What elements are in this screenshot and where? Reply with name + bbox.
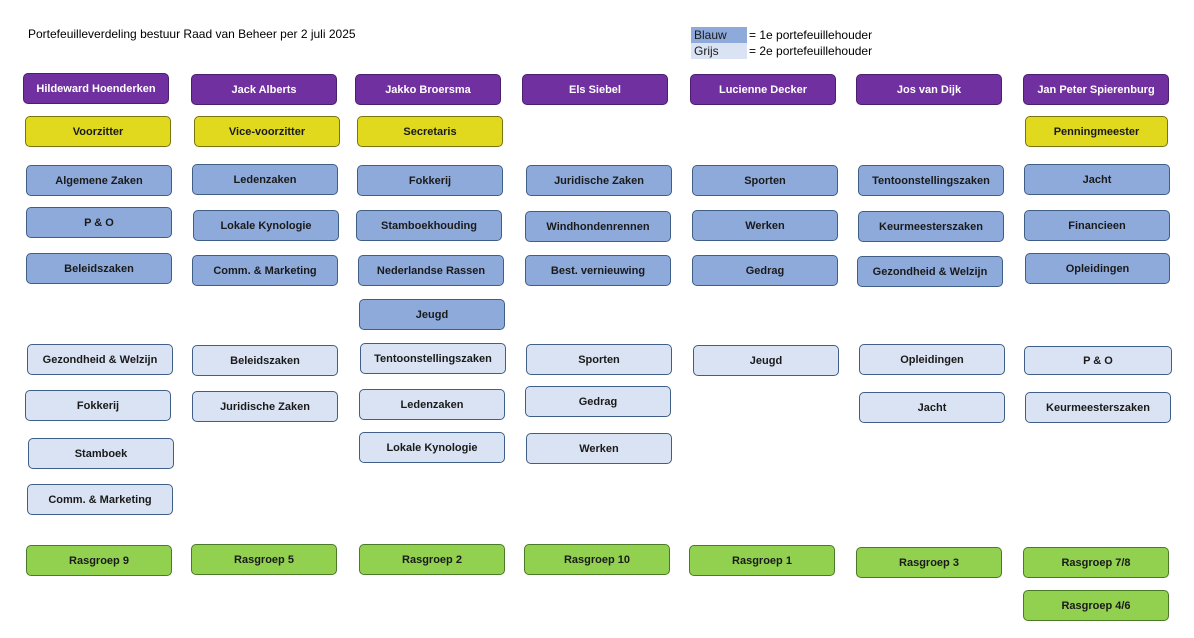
- breed-group-box: Rasgroep 1: [689, 545, 835, 576]
- second-portfolio-box: Sporten: [526, 344, 672, 375]
- second-portfolio-box: Fokkerij: [25, 390, 171, 421]
- legend-text-second: = 2e portefeuillehouder: [749, 44, 873, 58]
- second-portfolio-box: Gedrag: [525, 386, 671, 417]
- second-portfolio-box: Stamboek: [28, 438, 174, 469]
- board-member-name: Lucienne Decker: [690, 74, 836, 105]
- first-portfolio-box: P & O: [26, 207, 172, 238]
- first-portfolio-box: Algemene Zaken: [26, 165, 172, 196]
- board-member-name: Jakko Broersma: [355, 74, 501, 105]
- second-portfolio-box: Tentoonstellingszaken: [360, 343, 506, 374]
- board-member-name: Jack Alberts: [191, 74, 337, 105]
- second-portfolio-box: Beleidszaken: [192, 345, 338, 376]
- legend-key-second: Grijs: [691, 43, 747, 59]
- first-portfolio-box: Juridische Zaken: [526, 165, 672, 196]
- first-portfolio-box: Tentoonstellingszaken: [858, 165, 1004, 196]
- first-portfolio-box: Opleidingen: [1025, 253, 1170, 284]
- second-portfolio-box: Lokale Kynologie: [359, 432, 505, 463]
- first-portfolio-box: Keurmeesterszaken: [858, 211, 1004, 242]
- first-portfolio-box: Werken: [692, 210, 838, 241]
- first-portfolio-box: Nederlandse Rassen: [358, 255, 504, 286]
- breed-group-box: Rasgroep 9: [26, 545, 172, 576]
- role-box: Penningmeester: [1025, 116, 1168, 147]
- legend-text-first: = 1e portefeuillehouder: [749, 28, 873, 42]
- breed-group-box: Rasgroep 3: [856, 547, 1002, 578]
- breed-group-box: Rasgroep 5: [191, 544, 337, 575]
- breed-group-box: Rasgroep 2: [359, 544, 505, 575]
- second-portfolio-box: Jeugd: [693, 345, 839, 376]
- second-portfolio-box: Comm. & Marketing: [27, 484, 173, 515]
- first-portfolio-box: Jacht: [1024, 164, 1170, 195]
- first-portfolio-box: Sporten: [692, 165, 838, 196]
- second-portfolio-box: Jacht: [859, 392, 1005, 423]
- role-box: Voorzitter: [25, 116, 171, 147]
- first-portfolio-box: Best. vernieuwing: [525, 255, 671, 286]
- board-member-name: Jan Peter Spierenburg: [1023, 74, 1169, 105]
- board-member-name: Els Siebel: [522, 74, 668, 105]
- second-portfolio-box: Keurmeesterszaken: [1025, 392, 1171, 423]
- breed-group-box: Rasgroep 4/6: [1023, 590, 1169, 621]
- legend-item-second: Grijs= 2e portefeuillehouder: [691, 43, 872, 59]
- first-portfolio-box: Stamboekhouding: [356, 210, 502, 241]
- first-portfolio-box: Fokkerij: [357, 165, 503, 196]
- first-portfolio-box: Windhondenrennen: [525, 211, 671, 242]
- role-box: Secretaris: [357, 116, 503, 147]
- legend-key-first: Blauw: [691, 27, 747, 43]
- board-member-name: Jos van Dijk: [856, 74, 1002, 105]
- first-portfolio-box: Financieen: [1024, 210, 1170, 241]
- first-portfolio-box: Beleidszaken: [26, 253, 172, 284]
- legend-item-first: Blauw= 1e portefeuillehouder: [691, 27, 872, 43]
- board-member-name: Hildeward Hoenderken: [23, 73, 169, 104]
- second-portfolio-box: P & O: [1024, 346, 1172, 375]
- second-portfolio-box: Juridische Zaken: [192, 391, 338, 422]
- first-portfolio-box: Lokale Kynologie: [193, 210, 339, 241]
- first-portfolio-box: Gezondheid & Welzijn: [857, 256, 1003, 287]
- first-portfolio-box: Gedrag: [692, 255, 838, 286]
- second-portfolio-box: Gezondheid & Welzijn: [27, 344, 173, 375]
- breed-group-box: Rasgroep 7/8: [1023, 547, 1169, 578]
- first-portfolio-box: Comm. & Marketing: [192, 255, 338, 286]
- second-portfolio-box: Werken: [526, 433, 672, 464]
- page-title: Portefeuilleverdeling bestuur Raad van B…: [28, 27, 356, 41]
- first-portfolio-box: Ledenzaken: [192, 164, 338, 195]
- first-portfolio-box: Jeugd: [359, 299, 505, 330]
- breed-group-box: Rasgroep 10: [524, 544, 670, 575]
- second-portfolio-box: Ledenzaken: [359, 389, 505, 420]
- second-portfolio-box: Opleidingen: [859, 344, 1005, 375]
- role-box: Vice-voorzitter: [194, 116, 340, 147]
